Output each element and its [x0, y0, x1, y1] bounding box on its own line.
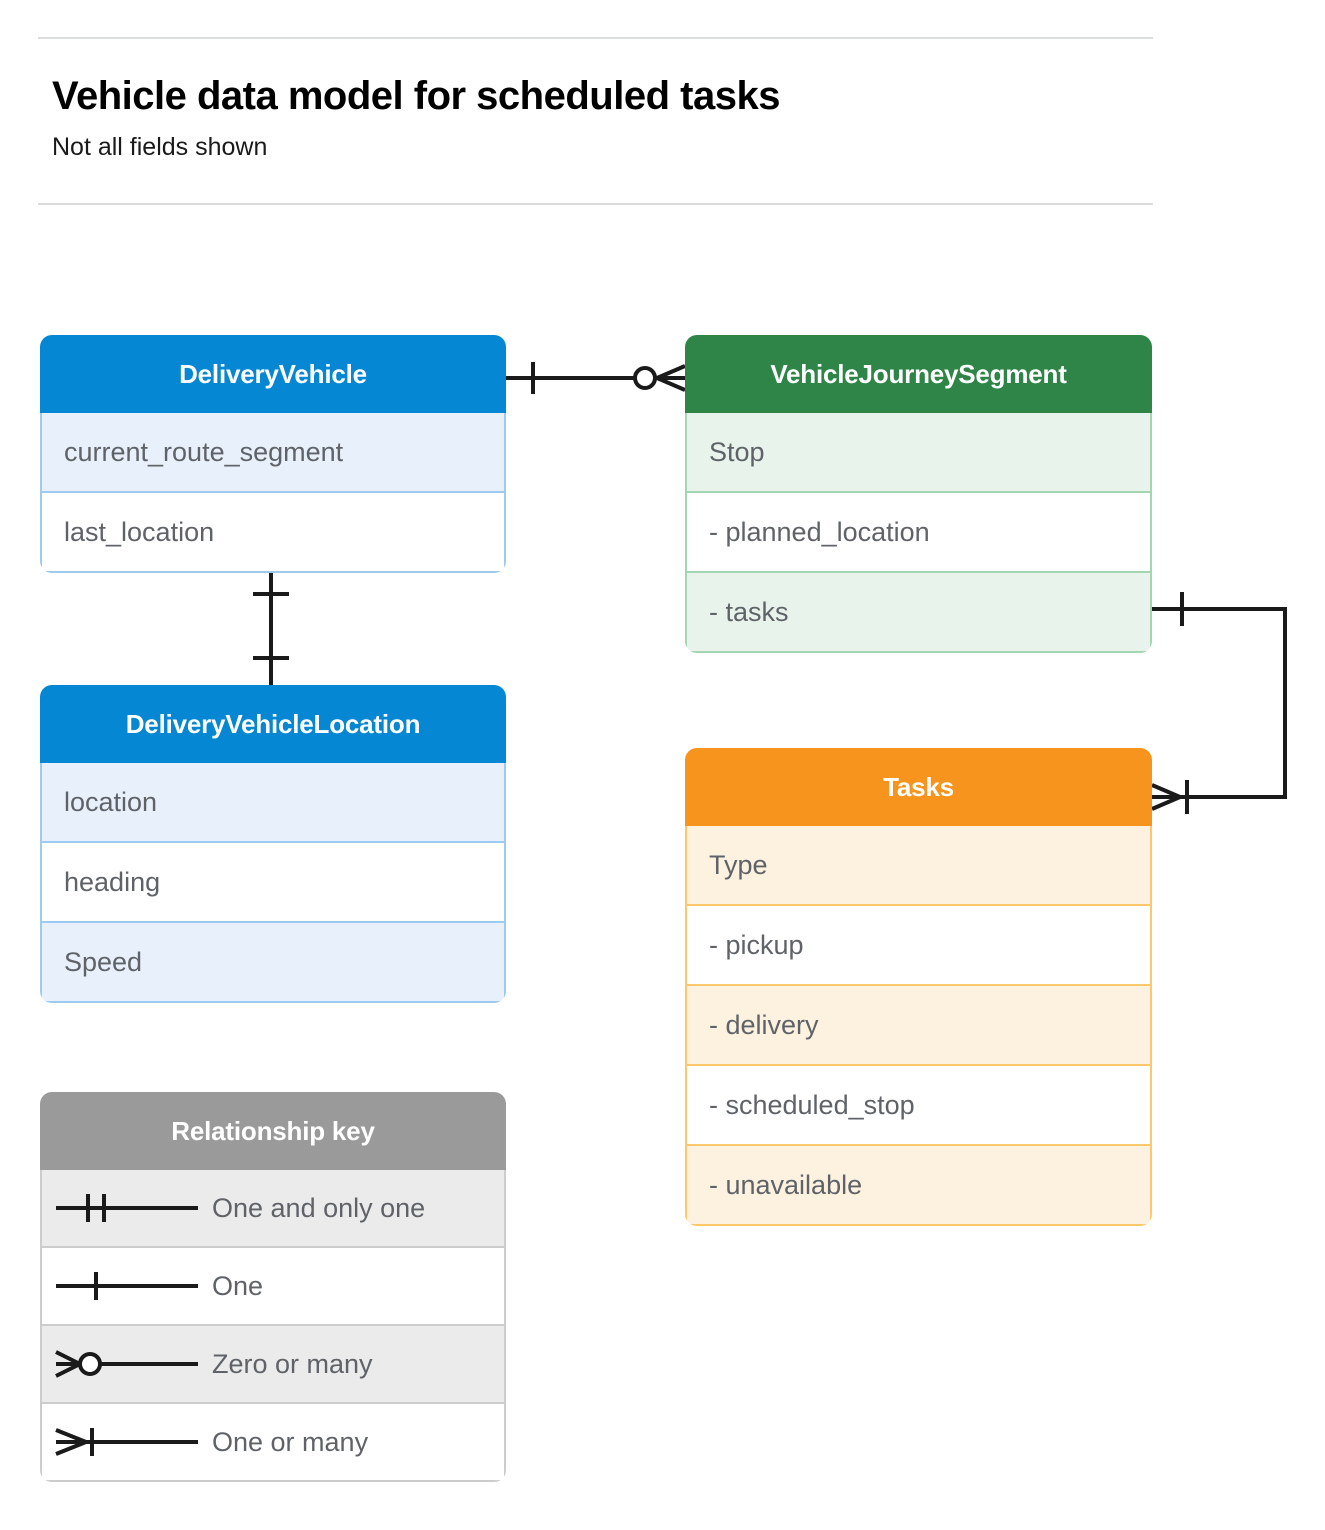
entity-field-row: - tasks — [685, 573, 1152, 653]
entity-field-row: location — [40, 763, 506, 843]
legend-item: One or many — [40, 1404, 506, 1482]
one-symbol-icon — [42, 1266, 212, 1306]
legend-item: One and only one — [40, 1170, 506, 1248]
connector-vjs-to-tasks — [1152, 607, 1287, 799]
entity-tasks-title: Tasks — [685, 748, 1152, 826]
zero-or-many-symbol-icon — [42, 1344, 212, 1384]
entity-delivery-vehicle-location-title: DeliveryVehicleLocation — [40, 685, 506, 763]
legend-relationship-key[interactable]: Relationship key One and only one — [40, 1092, 506, 1482]
legend-title: Relationship key — [40, 1092, 506, 1170]
entity-field-row: heading — [40, 843, 506, 923]
entity-field-row: Type — [685, 826, 1152, 906]
entity-delivery-vehicle-location-fields: location heading Speed — [40, 763, 506, 1003]
header-divider-bottom — [38, 203, 1153, 205]
one-and-only-one-symbol-icon — [42, 1188, 212, 1228]
legend-item-label: One — [212, 1270, 264, 1301]
entity-vehicle-journey-segment-fields: Stop - planned_location - tasks — [685, 413, 1152, 653]
legend-item-label: Zero or many — [212, 1348, 373, 1379]
legend-item: Zero or many — [40, 1326, 506, 1404]
entity-field-row: - planned_location — [685, 493, 1152, 573]
legend-items: One and only one One — [40, 1170, 506, 1482]
connector-vjs-crow-top — [656, 364, 686, 380]
legend-item-label: One or many — [212, 1426, 369, 1457]
entity-vehicle-journey-segment[interactable]: VehicleJourneySegment Stop - planned_loc… — [685, 335, 1152, 653]
entity-field-row: - unavailable — [685, 1146, 1152, 1226]
entity-field-row: - pickup — [685, 906, 1152, 986]
connector-vjs-crow-bot — [656, 376, 686, 392]
connector-vjs-zero-circle — [633, 366, 657, 390]
header-divider-top — [38, 37, 1153, 39]
entity-tasks[interactable]: Tasks Type - pickup - delivery - schedul… — [685, 748, 1152, 1226]
entity-delivery-vehicle-fields: current_route_segment last_location — [40, 413, 506, 573]
entity-delivery-vehicle-location[interactable]: DeliveryVehicleLocation location heading… — [40, 685, 506, 1003]
one-or-many-symbol-icon — [42, 1422, 212, 1462]
entity-tasks-fields: Type - pickup - delivery - scheduled_sto… — [685, 826, 1152, 1226]
entity-field-row: - delivery — [685, 986, 1152, 1066]
entity-delivery-vehicle[interactable]: DeliveryVehicle current_route_segment la… — [40, 335, 506, 573]
entity-delivery-vehicle-title: DeliveryVehicle — [40, 335, 506, 413]
entity-field-row: Speed — [40, 923, 506, 1003]
page-title: Vehicle data model for scheduled tasks — [52, 74, 780, 118]
connector-tasks-crow-top — [1151, 783, 1181, 799]
legend-item: One — [40, 1248, 506, 1326]
connector-tasks-crow-bot — [1151, 795, 1181, 811]
entity-field-row: last_location — [40, 493, 506, 573]
entity-field-row: Stop — [685, 413, 1152, 493]
legend-item-label: One and only one — [212, 1192, 426, 1223]
page-subtitle: Not all fields shown — [52, 133, 268, 161]
entity-field-row: - scheduled_stop — [685, 1066, 1152, 1146]
entity-vehicle-journey-segment-title: VehicleJourneySegment — [685, 335, 1152, 413]
entity-field-row: current_route_segment — [40, 413, 506, 493]
